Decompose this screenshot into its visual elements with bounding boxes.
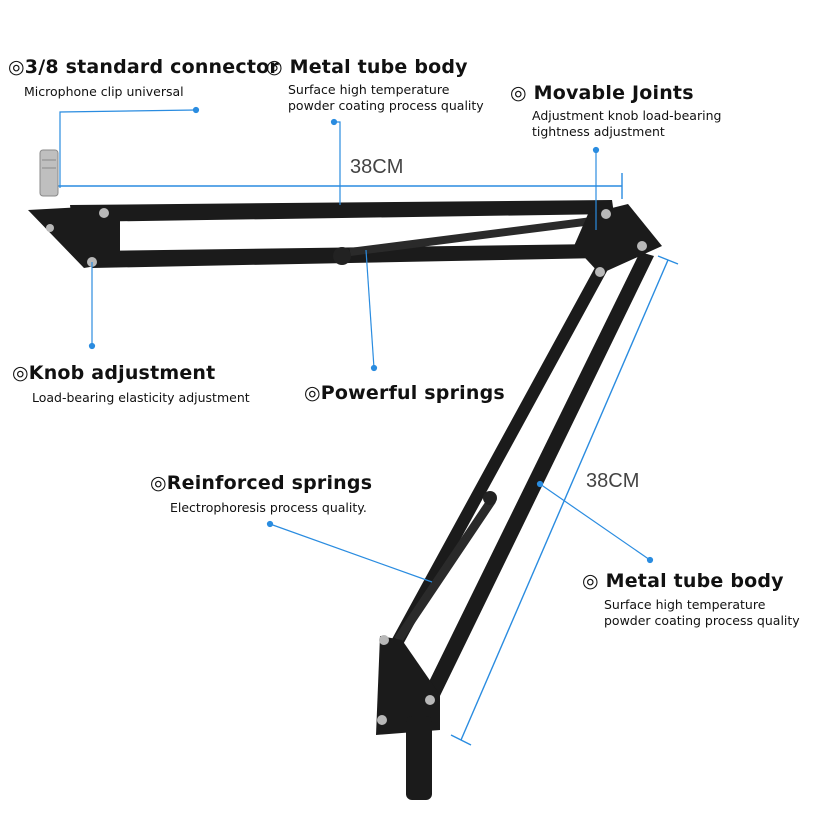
- metal-tube-bottom-sub1: Surface high temperature: [604, 597, 766, 612]
- lower-arm: [386, 252, 654, 700]
- dimension-top-label: 38CM: [350, 156, 404, 178]
- powerful-springs-title: ◎Powerful springs: [304, 382, 505, 404]
- dimension-line-top: [55, 173, 623, 199]
- metal-tube-bottom-title: ◎ Metal tube body: [582, 570, 784, 592]
- movable-joints-title: ◎ Movable Joints: [510, 82, 694, 104]
- reinforced-springs-sub: Electrophoresis process quality.: [170, 500, 367, 515]
- bottom-joint-plate: [376, 635, 440, 800]
- metal-tube-top-sub2: powder coating process quality: [288, 98, 484, 113]
- connector-subtitle: Microphone clip universal: [24, 84, 184, 99]
- metal-tube-bottom-sub2: powder coating process quality: [604, 613, 800, 628]
- standard-connector: [39, 149, 59, 197]
- dimension-right-label: 38CM: [586, 470, 640, 492]
- mic-end-plate: [28, 205, 120, 268]
- connector-title: ◎3/8 standard connector: [8, 56, 279, 78]
- knob-adjustment-sub: Load-bearing elasticity adjustment: [32, 390, 250, 405]
- metal-tube-top-title: ◎ Metal tube body: [266, 56, 468, 78]
- reinforced-springs-title: ◎Reinforced springs: [150, 472, 373, 494]
- upper-arm: [70, 200, 614, 268]
- movable-joints-sub1: Adjustment knob load-bearing: [532, 108, 722, 123]
- metal-tube-top-sub1: Surface high temperature: [288, 82, 450, 97]
- dimension-line-right: [450, 255, 679, 746]
- movable-joints-sub2: tightness adjustment: [532, 124, 665, 139]
- knob-adjustment-title: ◎Knob adjustment: [12, 362, 216, 384]
- leader-lines: [59, 106, 654, 583]
- powerful-spring: [349, 216, 601, 256]
